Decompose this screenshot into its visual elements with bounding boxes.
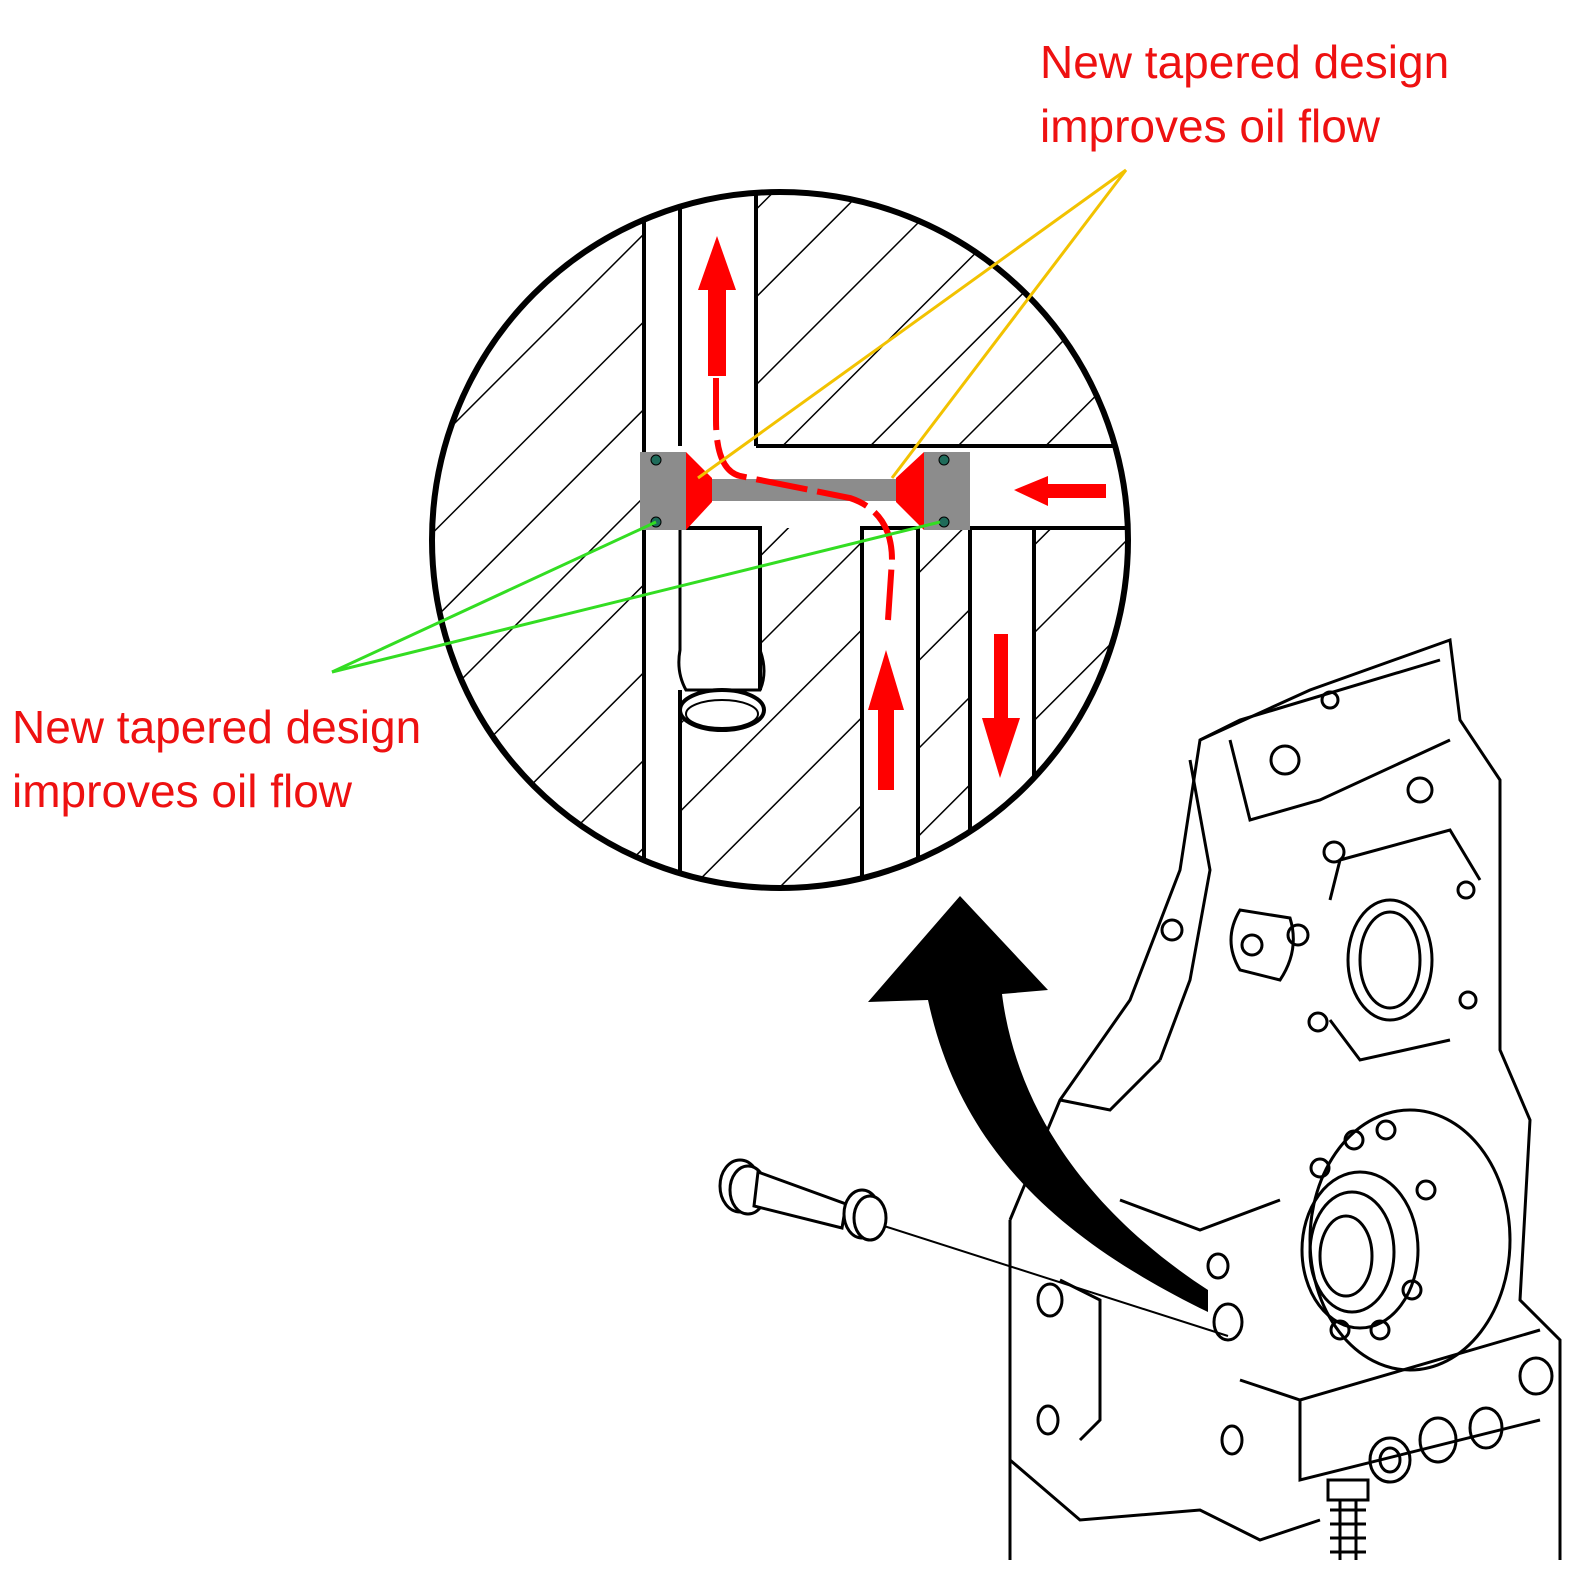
bore-wall-gap — [644, 192, 680, 888]
oil-flow-arrows — [698, 236, 1106, 790]
drain-tube-opening — [678, 688, 766, 732]
drain-tube — [677, 528, 766, 692]
flow-arrow-up-left-icon — [698, 236, 736, 376]
plug-cap-right — [924, 452, 970, 530]
callout-top-line2: improves oil flow — [1040, 100, 1380, 152]
flow-arrow-up-center-icon — [868, 650, 904, 790]
block-material-left — [432, 192, 644, 888]
tapered-seat-right — [896, 452, 924, 530]
block-material-upper — [756, 192, 1128, 446]
callout-left: New tapered design improves oil flow — [12, 695, 421, 823]
callout-left-line1: New tapered design — [12, 701, 422, 753]
callout-top: New tapered design improves oil flow — [1040, 30, 1449, 158]
leader-lines-top — [697, 168, 1128, 480]
callout-top-line1: New tapered design — [1040, 36, 1450, 88]
engine-block-line-art — [1008, 637, 1562, 1560]
o-ring-top-left — [650, 454, 662, 466]
block-material-lower-right — [1034, 528, 1128, 888]
plug-cap-left — [640, 452, 686, 530]
curved-arrow-icon — [868, 896, 1208, 1312]
magnifier-ring — [429, 189, 1131, 891]
gallery-plug-bolt-icon — [718, 1158, 1229, 1337]
flow-arrow-down-icon — [982, 634, 1020, 778]
o-ring-bottom-right — [938, 516, 950, 528]
block-material-lower-rib — [918, 528, 970, 888]
flow-arrow-left-icon — [1014, 476, 1106, 506]
oil-flow-path — [713, 378, 896, 621]
o-ring-top-right — [938, 454, 950, 466]
callout-left-line2: improves oil flow — [12, 765, 352, 817]
magnified-cross-section — [432, 192, 1128, 888]
leader-lines-left — [331, 520, 941, 674]
passage-outlines — [642, 192, 1128, 888]
